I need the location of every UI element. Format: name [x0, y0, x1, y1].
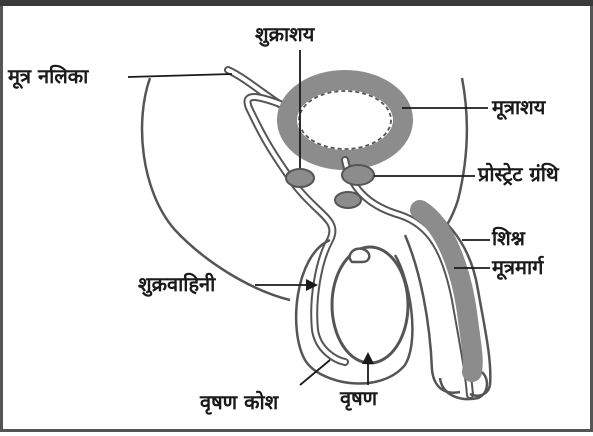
seminal-vesicle-shape	[286, 169, 314, 187]
label-scrotum: वृषण कोश	[200, 392, 278, 412]
body-outline-left	[142, 78, 290, 300]
prostate-shape	[342, 165, 374, 185]
frame-border	[2, 2, 592, 431]
label-penis: शिश्न	[492, 228, 525, 248]
cowper-gland-shape	[335, 192, 361, 208]
top-bar	[0, 0, 593, 6]
bladder-shape	[287, 80, 403, 160]
arrow-testis	[362, 352, 374, 364]
label-testis: वृषण	[340, 388, 377, 408]
label-urethra: मूत्रमार्ग	[492, 257, 543, 277]
label-vas-deferens: शुक्रवाहिनी	[138, 274, 215, 294]
label-bladder: मूत्राशय	[492, 97, 545, 117]
leader-scrotum	[300, 360, 330, 385]
label-ureter: मूत्र नलिका	[8, 66, 88, 86]
leader-ureter	[128, 74, 232, 77]
epididymis-head	[350, 249, 370, 262]
label-prostate: प्रोस्ट्रेट ग्रंथि	[478, 164, 559, 184]
label-seminal-vesicle: शुक्राशय	[255, 24, 314, 44]
testis-shape	[332, 247, 408, 363]
